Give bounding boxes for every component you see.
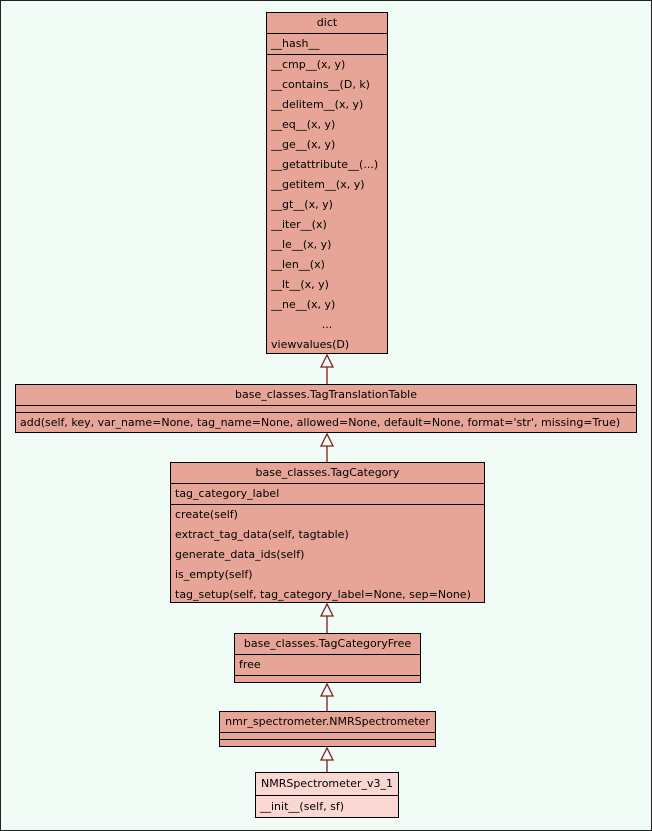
method-row: extract_tag_data(self, tagtable) [175,528,349,541]
attributes-section-empty [220,733,435,740]
method-row: __len__(x) [271,258,325,271]
method-row: __lt__(x, y) [271,278,329,291]
attributes-section-empty [16,406,636,413]
attribute-row: tag_category_label [175,487,280,500]
method-row: add(self, key, var_name=None, tag_name=N… [20,416,621,429]
class-box-nmrspectrometer: nmr_spectrometer.NMRSpectrometer [219,711,436,747]
method-row: generate_data_ids(self) [175,548,305,561]
class-title: NMRSpectrometer_v3_1 [256,773,398,796]
class-title: base_classes.TagTranslationTable [16,385,636,406]
class-title: base_classes.TagCategory [171,463,484,484]
methods-section: create(self) extract_tag_data(self, tagt… [171,505,484,602]
class-box-nmrspectrometer-v3-1: NMRSpectrometer_v3_1 __init__(self, sf) [255,772,399,818]
inheritance-arrow-nmrspectrometer-to-tagcategoryfree [319,682,335,711]
method-row: viewvalues(D) [271,338,350,351]
ellipsis-row: ... [321,318,333,331]
methods-section-empty [220,740,435,746]
method-row: __getitem__(x, y) [271,178,365,191]
method-row: __cmp__(x, y) [271,58,346,71]
class-title: dict [267,13,387,34]
method-row: create(self) [175,508,238,521]
method-row: __ge__(x, y) [271,138,336,151]
method-row: __eq__(x, y) [271,118,336,131]
class-title: nmr_spectrometer.NMRSpectrometer [220,712,435,733]
methods-section-empty [235,676,420,682]
inheritance-arrow-tagcategoryfree-to-tagcategory [319,602,335,633]
attributes-section: free [235,655,420,676]
method-row: __init__(self, sf) [260,800,345,813]
class-title: base_classes.TagCategoryFree [235,634,420,655]
method-row: __ne__(x, y) [271,298,336,311]
method-row: is_empty(self) [175,568,253,581]
attributes-section: __hash__ [267,34,387,55]
class-box-tagcategoryfree: base_classes.TagCategoryFree free [234,633,421,683]
class-box-dict: dict __hash__ __cmp__(x, y) __contains__… [266,12,388,354]
attributes-section: tag_category_label [171,484,484,505]
methods-section: __cmp__(x, y) __contains__(D, k) __delit… [267,55,387,353]
method-row: __le__(x, y) [271,238,332,251]
inheritance-arrow-tagcategory-to-tagtranslationtable [319,432,335,462]
method-row: __iter__(x) [271,218,327,231]
method-row: tag_setup(self, tag_category_label=None,… [175,588,471,601]
class-box-tagcategory: base_classes.TagCategory tag_category_la… [170,462,485,603]
methods-section: __init__(self, sf) [256,796,398,817]
methods-section: add(self, key, var_name=None, tag_name=N… [16,413,636,432]
attribute-row: free [239,658,261,671]
attribute-row: __hash__ [271,37,320,50]
method-row: __delitem__(x, y) [271,98,364,111]
inheritance-arrow-tagtranslationtable-to-dict [319,353,335,384]
class-box-tagtranslationtable: base_classes.TagTranslationTable add(sel… [15,384,637,433]
method-row: __contains__(D, k) [271,78,370,91]
method-row: __getattribute__(...) [271,158,379,171]
inheritance-arrow-v3-1-to-nmrspectrometer [319,746,335,772]
method-row: __gt__(x, y) [271,198,333,211]
